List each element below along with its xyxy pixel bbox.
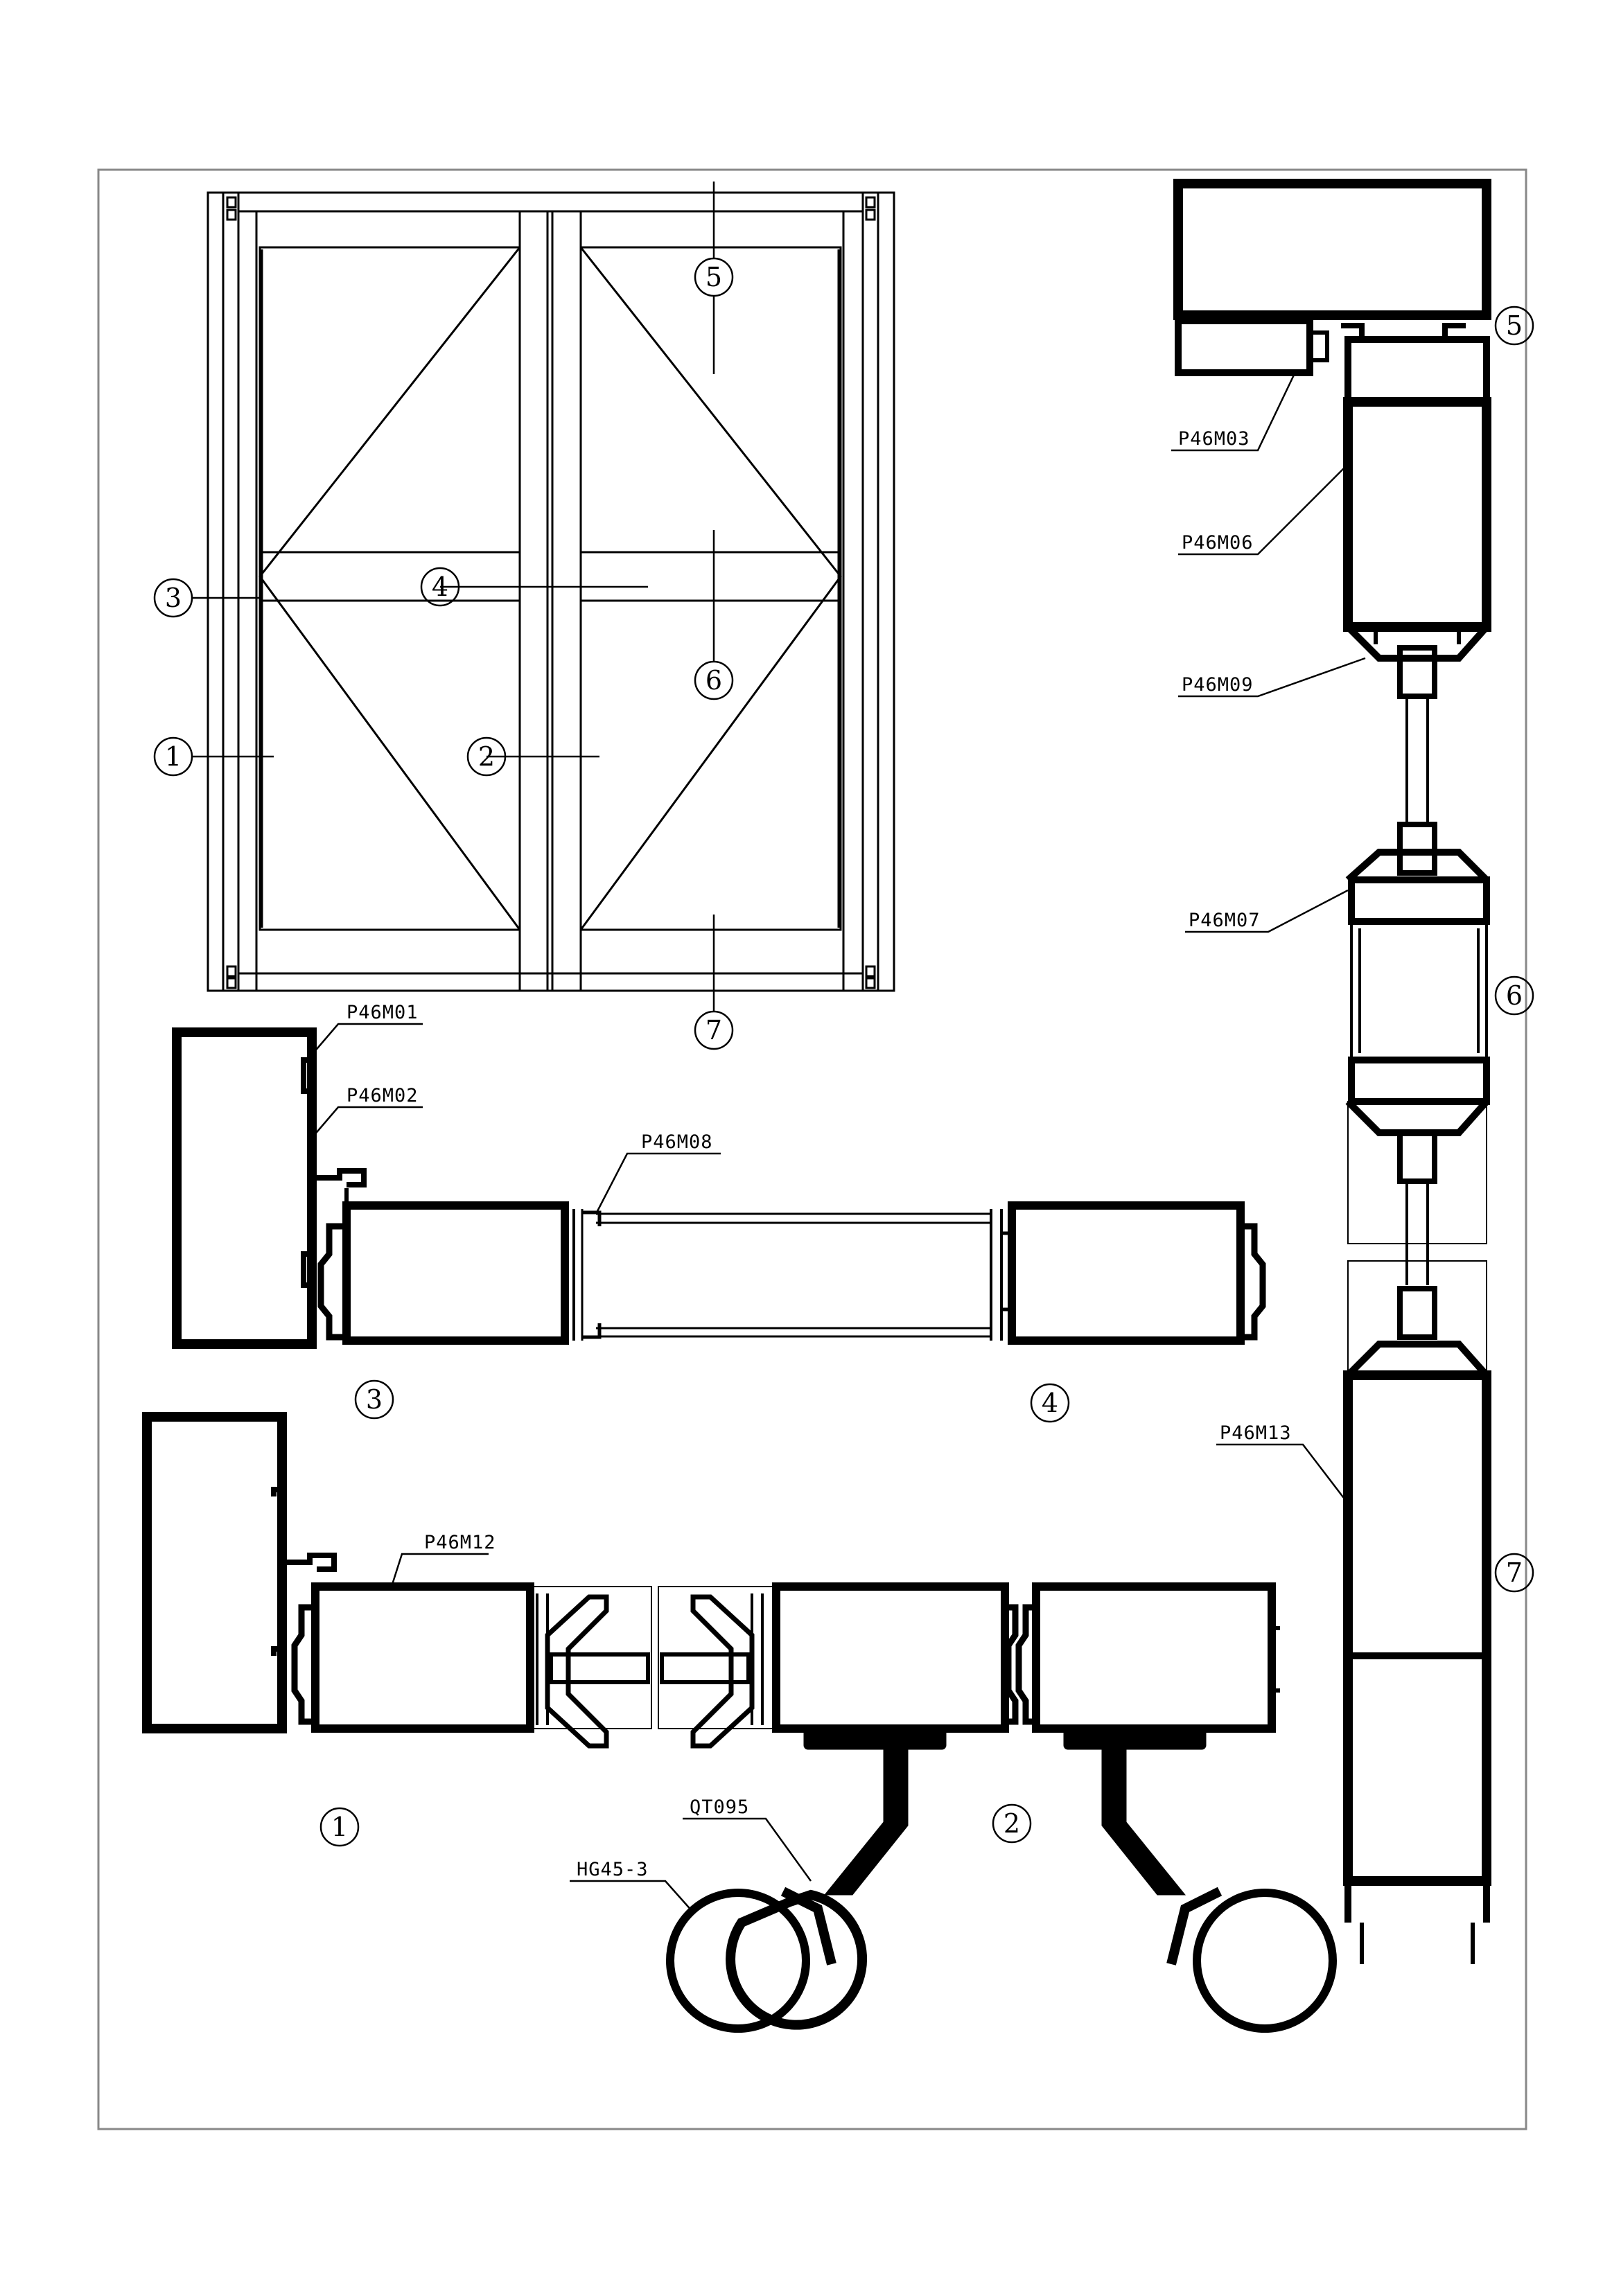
- label-p46m02: P46M02: [347, 1085, 419, 1106]
- section-1-2-callouts: [319, 1553, 1032, 1913]
- label-qt095: QT095: [690, 1796, 749, 1818]
- label-p46m12: P46M12: [424, 1532, 496, 1553]
- callout-1-section: 1: [331, 1812, 348, 1842]
- door-elevation: [207, 191, 895, 992]
- callout-6-section: 6: [1506, 980, 1523, 1011]
- callout-6-elev: 6: [706, 665, 722, 696]
- callout-1-elev: 1: [165, 741, 182, 772]
- handle-right: [1063, 1728, 1337, 2033]
- callout-2-elev: 2: [478, 741, 495, 772]
- callout-4-section: 4: [1042, 1388, 1058, 1418]
- section-3-4-callouts: [354, 1379, 1070, 1423]
- label-p46m13: P46M13: [1220, 1422, 1292, 1444]
- label-p46m03: P46M03: [1178, 428, 1250, 450]
- callout-3-section: 3: [366, 1384, 383, 1415]
- label-p46m08: P46M08: [641, 1131, 713, 1153]
- sheet-border: [97, 168, 1527, 2130]
- elevation-callouts: [153, 182, 734, 1050]
- vertical-section-callouts: [1171, 306, 1534, 1593]
- callout-7-elev: 7: [706, 1015, 722, 1045]
- label-p46m06: P46M06: [1182, 532, 1254, 554]
- label-hg45-3: HG45-3: [577, 1859, 649, 1880]
- section-1-2: [142, 1412, 1280, 1749]
- callout-3-elev: 3: [165, 583, 182, 613]
- leaders-section-3-4: [313, 1023, 721, 1215]
- vertical-section: [1173, 179, 1491, 1964]
- callout-4-elev: 4: [432, 572, 448, 602]
- callout-5-section: 5: [1506, 310, 1523, 341]
- callout-7-section: 7: [1506, 1557, 1523, 1588]
- callout-5-top: 5: [706, 262, 722, 292]
- callout-2-section: 2: [1004, 1808, 1020, 1839]
- section-3-4: [172, 1027, 1266, 1349]
- handle-left: [666, 1728, 947, 2033]
- label-p46m07: P46M07: [1189, 910, 1261, 931]
- label-p46m09: P46M09: [1182, 674, 1254, 696]
- label-p46m01: P46M01: [347, 1002, 419, 1023]
